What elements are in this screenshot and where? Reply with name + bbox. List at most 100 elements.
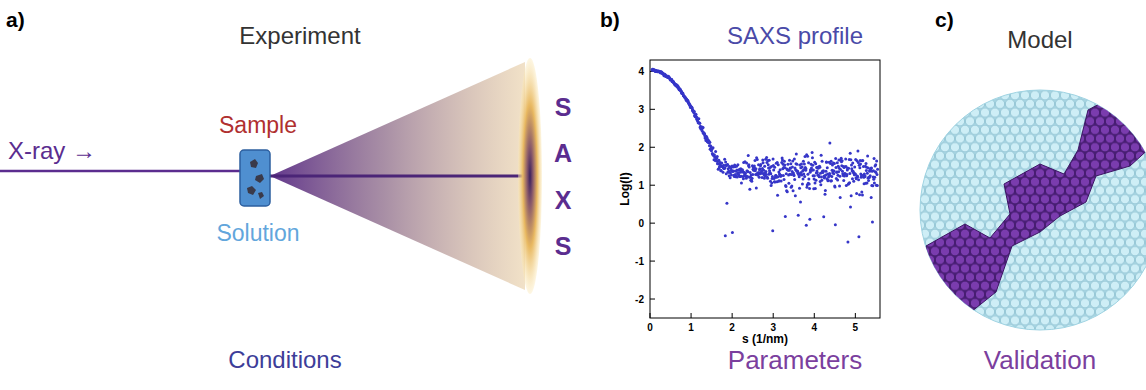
data-point xyxy=(730,174,733,177)
data-point xyxy=(701,126,704,129)
data-point xyxy=(814,179,817,182)
tick-label: 0 xyxy=(638,218,644,229)
data-point xyxy=(755,187,758,190)
data-point xyxy=(875,184,878,187)
data-point xyxy=(802,160,805,163)
data-point xyxy=(712,146,715,149)
data-point xyxy=(795,153,798,156)
data-point xyxy=(853,173,856,176)
data-point xyxy=(870,167,873,170)
data-point xyxy=(834,157,837,160)
panel-caption: Validation xyxy=(984,346,1096,375)
data-point xyxy=(769,172,772,175)
data-point xyxy=(745,169,748,172)
data-point xyxy=(679,89,682,92)
data-point xyxy=(806,173,809,176)
axis-ticks xyxy=(650,71,855,318)
data-point xyxy=(848,181,851,184)
data-point xyxy=(855,192,858,195)
data-point xyxy=(793,178,796,181)
axis-title: Log(I) xyxy=(619,172,632,205)
data-point xyxy=(822,169,825,172)
data-point xyxy=(814,187,817,190)
tick-label: 4 xyxy=(638,66,644,77)
data-point xyxy=(724,234,727,237)
data-point xyxy=(819,183,822,186)
panel-letter: c) xyxy=(935,8,954,31)
data-point xyxy=(808,183,811,186)
data-point xyxy=(832,169,835,172)
data-point xyxy=(751,173,754,176)
data-point xyxy=(731,231,734,234)
data-point xyxy=(726,170,729,173)
data-point xyxy=(847,167,850,170)
data-point xyxy=(800,163,803,166)
data-point xyxy=(751,177,754,180)
data-point xyxy=(697,117,700,120)
data-point xyxy=(838,175,841,178)
data-point xyxy=(748,188,751,191)
data-point xyxy=(836,161,839,164)
data-point xyxy=(777,180,780,183)
data-point xyxy=(832,162,835,165)
data-point xyxy=(776,194,779,197)
data-point xyxy=(849,158,852,161)
tick-mark xyxy=(650,109,655,110)
detector xyxy=(518,58,542,294)
tick-label: 1 xyxy=(638,180,644,191)
data-point xyxy=(845,173,848,176)
data-point xyxy=(824,170,827,173)
data-point xyxy=(874,170,877,173)
data-point xyxy=(849,152,852,155)
data-point xyxy=(771,229,774,232)
tick-label: 5 xyxy=(853,322,859,333)
data-point xyxy=(826,179,829,182)
tick-label: 1 xyxy=(688,322,694,333)
data-point xyxy=(850,194,853,197)
data-point xyxy=(826,166,829,169)
data-point xyxy=(767,163,770,166)
data-point xyxy=(865,162,868,165)
data-point xyxy=(822,215,825,218)
data-point xyxy=(803,175,806,178)
data-point xyxy=(865,169,868,172)
data-point xyxy=(863,175,866,178)
data-point xyxy=(793,174,796,177)
data-point xyxy=(773,180,776,183)
data-point xyxy=(833,162,836,165)
data-point xyxy=(852,180,855,183)
xray-beam xyxy=(0,170,242,173)
axis-title: s (1/nm) xyxy=(742,333,788,346)
data-point xyxy=(825,161,828,164)
data-point xyxy=(724,161,727,164)
data-point xyxy=(812,169,815,172)
data-point xyxy=(779,175,782,178)
data-point xyxy=(731,170,734,173)
data-point xyxy=(698,122,701,125)
search-sphere xyxy=(920,90,1146,330)
panel-title: Experiment xyxy=(239,23,360,49)
tick-mark xyxy=(650,147,655,148)
data-point xyxy=(750,180,753,183)
data-point xyxy=(768,159,771,162)
data-point xyxy=(792,189,795,192)
data-point xyxy=(836,179,839,182)
data-point xyxy=(772,158,775,161)
data-point xyxy=(787,182,790,185)
data-point xyxy=(873,176,876,179)
data-point xyxy=(859,163,862,166)
data-point xyxy=(830,175,833,178)
tick-label: -2 xyxy=(635,294,644,305)
data-point xyxy=(866,172,869,175)
data-point xyxy=(693,110,696,113)
panel-title: Model xyxy=(1007,27,1072,53)
data-point xyxy=(876,168,879,171)
data-point xyxy=(870,184,873,187)
data-point xyxy=(870,196,873,199)
data-point xyxy=(716,155,719,158)
bead-model xyxy=(926,94,1146,316)
panel-caption: Parameters xyxy=(728,346,862,375)
data-point xyxy=(839,196,842,199)
tick-mark xyxy=(650,185,655,186)
